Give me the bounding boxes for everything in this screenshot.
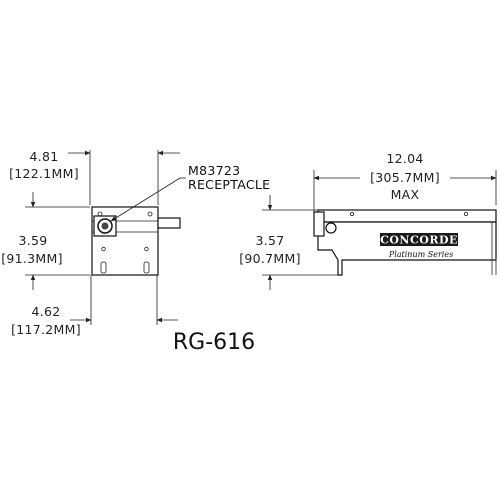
leader-arrow: [110, 177, 181, 222]
side-top-rail: [317, 209, 497, 223]
screw-icon: [463, 211, 468, 216]
callout-part-number: M83723: [188, 163, 240, 178]
model-number: RG-616: [173, 330, 255, 355]
front-height-inches: 3.59: [18, 233, 47, 248]
receptacle-callout: M83723 RECEPTACLE: [110, 163, 270, 222]
front-width-inches: 4.81: [29, 149, 58, 164]
logo-series: Platinum Series: [388, 250, 453, 259]
side-connector-flange: [313, 211, 325, 237]
logo-banner: [380, 233, 458, 246]
concorde-logo: CONCORDE Platinum Series: [380, 233, 458, 259]
side-length-qualifier: MAX: [391, 187, 420, 202]
side-height-mm: [90.7MM]: [239, 251, 301, 266]
screw-icon: [349, 211, 354, 216]
front-height-mm: [91.3MM]: [1, 251, 63, 266]
front-width-mm: [122.1MM]: [9, 166, 79, 181]
side-height-inches: 3.57: [255, 233, 284, 248]
front-base-mm: [117.2MM]: [11, 322, 81, 337]
mounting-slot-icon: [100, 261, 107, 274]
screw-icon: [101, 246, 106, 252]
receptacle-pins-icon: [101, 222, 109, 230]
side-enclosure: [317, 221, 497, 276]
logo-brand: CONCORDE: [380, 234, 458, 247]
front-view: 4.81 [122.1MM] 3.59 [91.3MM] 4.62 [117.2…: [1, 149, 181, 337]
front-base-inches: 4.62: [31, 304, 60, 319]
screw-icon: [147, 211, 153, 217]
side-view: 12.04 [305.7MM] MAX 3.57 [90.7MM] CONCOR…: [239, 151, 497, 290]
mounting-slot-icon: [143, 261, 150, 274]
screw-icon: [144, 246, 149, 252]
side-stub: [157, 217, 181, 229]
side-length-mm: [305.7MM]: [370, 170, 440, 185]
side-length-inches: 12.04: [386, 151, 423, 166]
callout-description: RECEPTACLE: [188, 177, 270, 192]
side-connector-icon: [325, 222, 337, 234]
